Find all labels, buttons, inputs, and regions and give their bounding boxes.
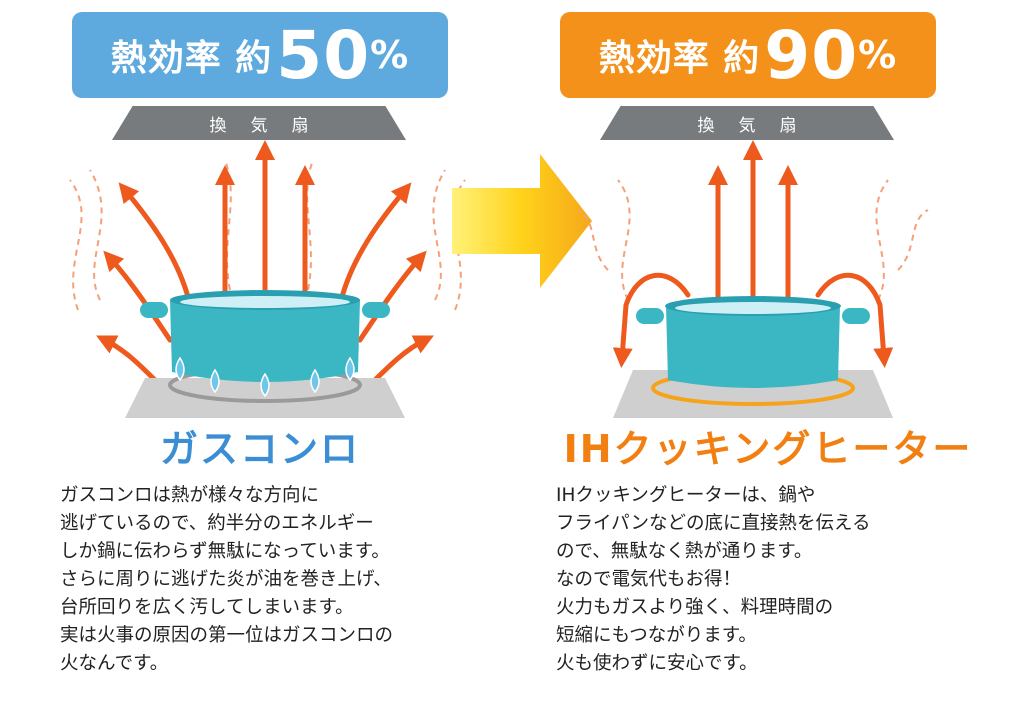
gas-description: ガスコンロは熱が様々な方向に 逃げているので、約半分のエネルギー しか鍋に伝わら…: [60, 482, 393, 678]
ih-badge-unit: %: [858, 33, 898, 77]
gas-desc-line: 火なんです。: [60, 653, 169, 674]
ih-efficiency-badge: 熱効率 約 90 %: [560, 12, 936, 98]
gas-desc-line: しか鍋に伝わらず無駄になっています。: [60, 541, 390, 562]
arrow-diag-left: [118, 182, 193, 308]
gas-desc-line: 逃げているので、約半分のエネルギー: [60, 513, 374, 534]
ih-description: IHクッキングヒーターは、鍋や フライパンなどの底に直接熱を伝える ので、無駄な…: [556, 482, 871, 678]
ih-heater-illustration: [577, 140, 929, 418]
ih-desc-line: 火力もガスより強く、料理時間の: [556, 597, 834, 618]
ih-hood-label: 換気扇: [697, 115, 821, 136]
gas-badge-unit: %: [370, 33, 410, 77]
arrow-loop-left: [612, 272, 691, 368]
gas-title: ガスコンロ: [159, 427, 360, 471]
comparison-arrow-icon: [452, 154, 592, 288]
ih-pot: [636, 296, 870, 388]
ih-badge-number: 90: [764, 16, 859, 94]
ih-desc-line: IHクッキングヒーターは、鍋や: [556, 485, 816, 506]
ih-desc-line: フライパンなどの底に直接熱を伝える: [556, 513, 871, 534]
arrow-diag-right: [337, 182, 412, 308]
ih-desc-line: なので電気代もお得！: [556, 569, 742, 590]
gas-heat-arrows: [96, 140, 434, 388]
gas-badge-prefix: 熱効率 約: [110, 38, 273, 79]
gas-desc-line: さらに周りに逃げた炎が油を巻き上げ、: [60, 569, 392, 590]
gas-efficiency-badge: 熱効率 約 50 %: [72, 12, 448, 98]
arrow-loop-right: [815, 272, 894, 368]
arrow-side-left-upper: [103, 250, 173, 343]
ih-desc-line: ので、無駄なく熱が通ります。: [556, 541, 813, 562]
gas-pot: [140, 290, 390, 382]
gas-stove-plate: [125, 378, 405, 418]
gas-stove-illustration: [69, 140, 466, 418]
ih-range-hood: 換気扇: [600, 106, 894, 140]
gas-desc-line: ガスコンロは熱が様々な方向に: [60, 485, 320, 506]
gas-hood-label: 換気扇: [209, 115, 333, 136]
arrow-side-right-upper: [357, 250, 427, 343]
ih-panel: 熱効率 約 90 % 換気扇: [548, 0, 988, 706]
ih-dashed-heat-lines: [577, 179, 929, 301]
gas-badge-number: 50: [276, 16, 371, 94]
gas-panel: 熱効率 約 50 % 換気扇: [60, 0, 500, 706]
ih-desc-line: 火も使わずに安心です。: [556, 653, 758, 674]
ih-title: IHクッキングヒーター: [563, 427, 973, 471]
gas-range-hood: 換気扇: [112, 106, 406, 140]
gas-flame-icons: [175, 356, 355, 398]
ih-heat-arrows: [612, 140, 894, 368]
ih-desc-line: 短縮にもつながります。: [556, 625, 757, 646]
gas-desc-line: 台所回りを広く汚してしまいます。: [60, 597, 354, 618]
ih-badge-prefix: 熱効率 約: [598, 38, 761, 79]
gas-desc-line: 実は火事の原因の第一位はガスコンロの: [60, 625, 394, 646]
